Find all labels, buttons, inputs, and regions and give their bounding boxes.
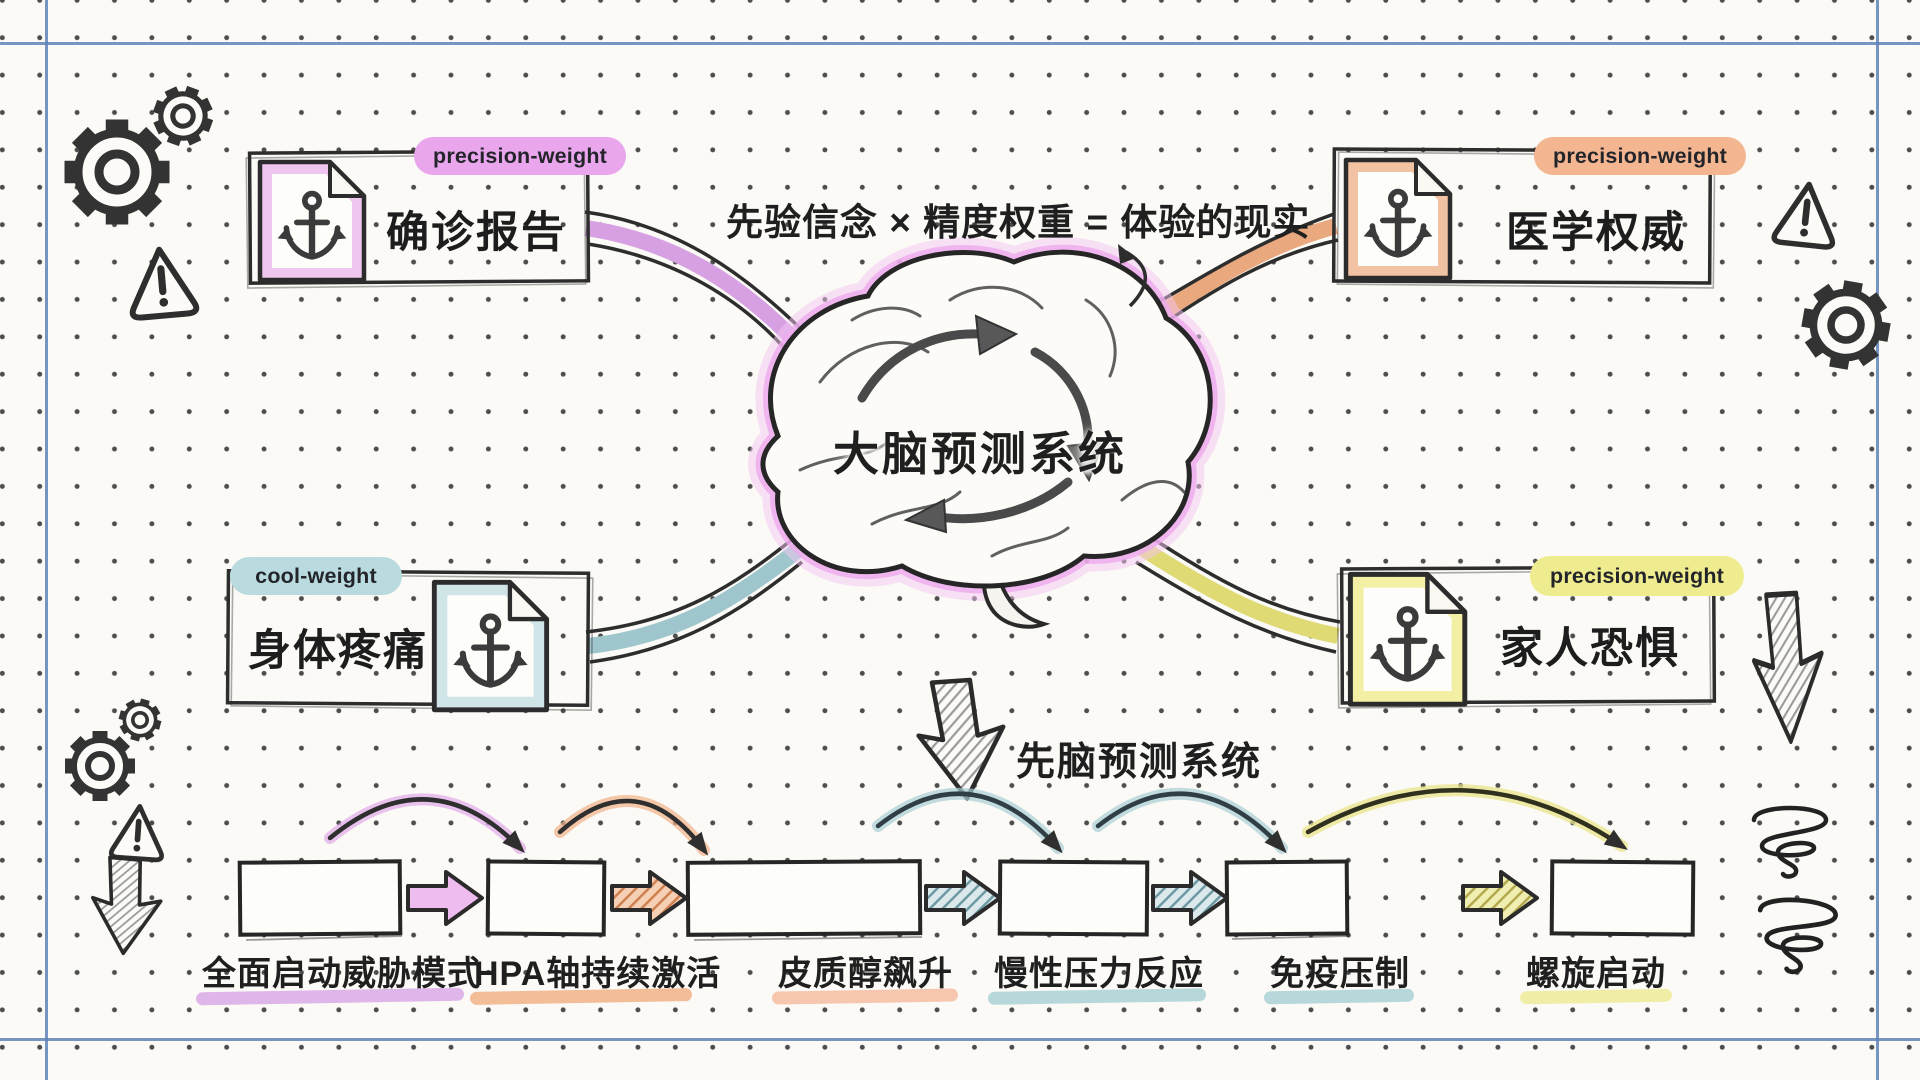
spiral-icon bbox=[1756, 898, 1836, 975]
gear-icon bbox=[65, 78, 222, 225]
connector-ribbon-top-left bbox=[584, 210, 804, 354]
curved-arrow-icon bbox=[324, 793, 526, 854]
card-bottom-right bbox=[1336, 565, 1717, 709]
spiral-icon bbox=[1754, 808, 1826, 876]
frame-line-bottom bbox=[0, 1038, 1920, 1041]
badge-top-right: precision-weight bbox=[1534, 137, 1746, 175]
block-arrow-icon bbox=[406, 870, 484, 926]
flow-step-label-6: 螺旋启动 bbox=[1526, 955, 1666, 993]
card-bottom-left bbox=[225, 568, 594, 710]
block-arrow-icon bbox=[924, 870, 1002, 926]
connector-ribbon-bottom-left bbox=[585, 536, 804, 664]
warning-triangle-icon bbox=[1774, 181, 1838, 247]
curved-arrow-icon bbox=[554, 795, 710, 856]
document-page-icon bbox=[1346, 160, 1450, 278]
card-top-right bbox=[1331, 147, 1716, 289]
document-page-icon bbox=[1350, 574, 1464, 704]
flow-step-label-4: 慢性压力反应 bbox=[994, 955, 1204, 993]
badge-top-left: precision-weight bbox=[414, 137, 626, 175]
warning-triangle-icon bbox=[111, 805, 165, 861]
gear-icon bbox=[65, 694, 166, 801]
flow-step-underline-6 bbox=[1519, 988, 1673, 1005]
gear-icon bbox=[1795, 274, 1896, 375]
flow-step-label-2: HPA轴持续激活 bbox=[474, 955, 722, 993]
flow-step-label-5: 免疫压制 bbox=[1270, 955, 1410, 993]
document-page-icon bbox=[434, 582, 546, 709]
formula-pointer-arrow bbox=[1118, 244, 1148, 308]
frame-line-left bbox=[45, 0, 48, 1080]
frame-line-right bbox=[1876, 0, 1879, 1080]
curved-arrow-icon bbox=[1092, 787, 1288, 854]
curved-hop-arrows bbox=[324, 784, 1628, 856]
frame-line-top bbox=[0, 42, 1920, 45]
warning-triangle-icon bbox=[127, 247, 196, 318]
badge-bottom-left: cool-weight bbox=[230, 557, 402, 595]
badge-bottom-right: precision-weight bbox=[1530, 556, 1744, 596]
brain-label: 大脑预测系统 bbox=[833, 428, 1127, 480]
flow-step-label-1: 全面启动威胁模式 bbox=[202, 955, 482, 993]
down-arrow-icon bbox=[1752, 592, 1823, 743]
flow-title: 先脑预测系统 bbox=[1016, 741, 1263, 784]
curved-arrow-icon bbox=[1302, 784, 1628, 852]
down-arrow-icon bbox=[86, 854, 166, 958]
document-page-icon bbox=[260, 162, 364, 280]
cycle-arrow-icon bbox=[857, 329, 1093, 524]
card-title-bottom-left: 身体疼痛 bbox=[248, 627, 428, 675]
curved-arrow-icon bbox=[872, 787, 1064, 854]
block-arrow-icon bbox=[1151, 870, 1229, 926]
flow-step-underline-5 bbox=[1263, 988, 1415, 1005]
card-title-bottom-right: 家人恐惧 bbox=[1500, 625, 1680, 673]
block-arrow-icon bbox=[1461, 870, 1539, 926]
card-title-top-right: 医学权威 bbox=[1506, 209, 1686, 257]
formula-text: 先验信念 × 精度权重 = 体验的现实 bbox=[726, 202, 1311, 243]
block-arrow-icon bbox=[610, 870, 688, 926]
connector-ribbon-bottom-right bbox=[1135, 532, 1341, 654]
down-arrow-icon bbox=[915, 678, 1008, 802]
card-title-top-left: 确诊报告 bbox=[386, 209, 566, 257]
brain-illustration bbox=[748, 237, 1226, 629]
flow-step-label-3: 皮质醇飙升 bbox=[778, 955, 953, 993]
cycle-arrowheads bbox=[903, 314, 1105, 534]
